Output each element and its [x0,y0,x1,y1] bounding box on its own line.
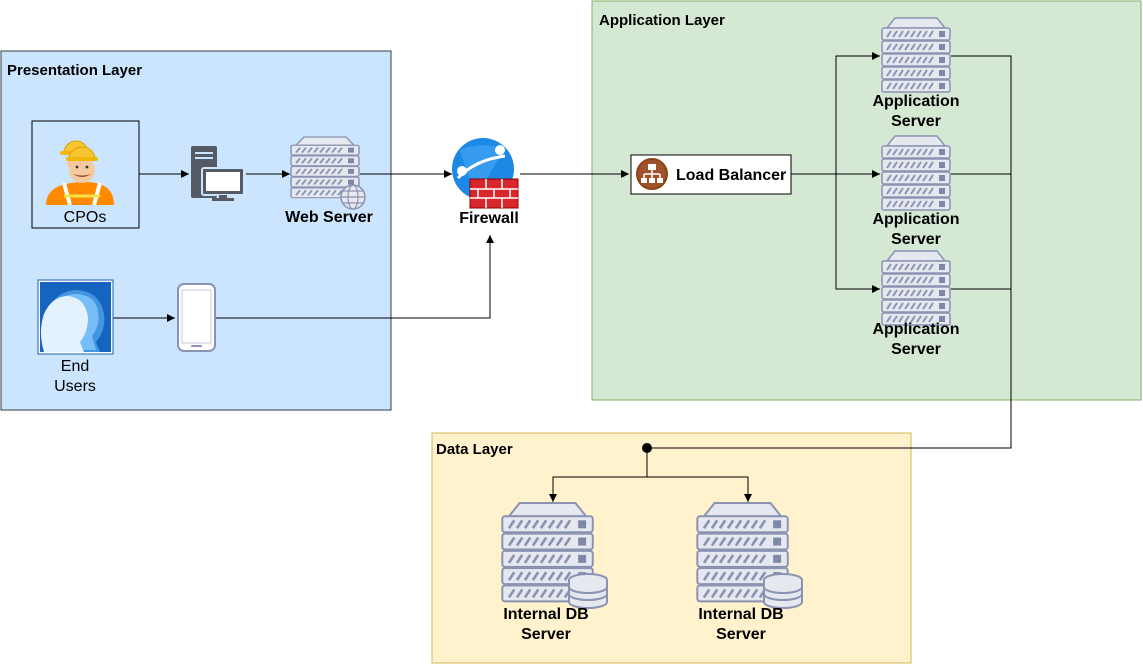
app-server-2-label-line1: Application [872,211,959,228]
db-server-2-label-line1: Internal DB [698,606,783,623]
web-server-label: Web Server [285,209,373,226]
end-users-node[interactable]: End Users [37,279,114,395]
cpos-label: CPOs [64,209,107,226]
edge-bus-db2 [647,476,752,502]
app-server-3-label-line2: Server [891,341,941,358]
edge-lb-app3 [835,174,880,293]
junction-dot [642,443,652,453]
application-server-icon [881,135,951,211]
connectors [113,52,1012,502]
db-server-2[interactable]: Internal DB Server [696,501,803,643]
app-server-2[interactable]: Application Server [872,135,960,248]
end-users-label-line2: Users [54,378,96,395]
firewall-node[interactable]: Firewall [452,138,519,227]
edge-apps-db-bus [647,55,1012,449]
application-server-icon [881,17,951,93]
database-icon [568,573,608,609]
database-icon [763,573,803,609]
app-server-1-label-line2: Server [891,113,941,130]
edge-bus-db1 [549,448,648,502]
application-layer-title: Application Layer [599,12,725,29]
db-server-1-label-line2: Server [521,626,571,643]
load-balancer-label: Load Balancer [676,167,786,184]
application-layer: Application Layer [591,0,1142,401]
workstation-node[interactable] [191,146,245,201]
load-balancer-icon [636,158,668,190]
application-server-icon [881,250,951,326]
data-layer-title: Data Layer [436,441,513,458]
end-users-label-line1: End [61,358,89,375]
web-server-node[interactable]: Web Server [285,136,373,226]
worker-icon [46,140,114,206]
load-balancer-node[interactable]: Load Balancer [630,154,792,195]
mobile-phone-icon [177,283,216,352]
app-server-3-label-line1: Application [872,321,959,338]
app-server-1[interactable]: Application Server [872,17,960,130]
firewall-label: Firewall [459,210,519,227]
db-server-1-label-line1: Internal DB [503,606,588,623]
users-icon [37,279,114,355]
edge-lb-app1 [835,52,880,174]
app-server-3[interactable]: Application Server [872,250,960,358]
globe-icon [340,184,366,210]
mobile-node[interactable] [177,283,216,352]
db-server-1[interactable]: Internal DB Server [500,501,608,643]
db-server-2-label-line2: Server [716,626,766,643]
presentation-layer-title: Presentation Layer [7,62,142,79]
edge-mobile-firewall [215,235,494,319]
cpos-node[interactable]: CPOs [31,120,140,229]
workstation-icon [191,146,245,201]
app-server-1-label-line1: Application [872,93,959,110]
firewall-icon [452,138,519,209]
app-server-2-label-line2: Server [891,231,941,248]
presentation-layer: Presentation Layer [0,50,392,411]
